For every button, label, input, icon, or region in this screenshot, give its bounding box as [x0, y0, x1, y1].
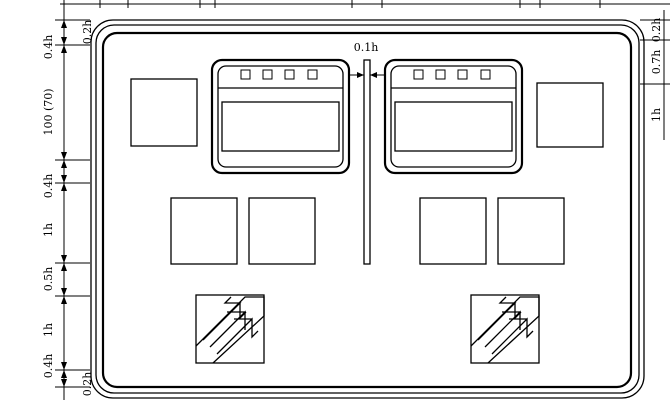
left-dimension-chain: 0.2h 0.4h 100 (70) 0.4h 1h 0.5h 1h 0.4h …	[42, 0, 94, 400]
square-mid-right-1	[419, 197, 487, 265]
window-square	[262, 69, 273, 80]
square-mid-right-2	[497, 197, 565, 265]
dim-label: 100 (70)	[42, 88, 55, 135]
square-mid-left-1	[170, 197, 238, 265]
window-square	[284, 69, 295, 80]
square-top-right	[536, 82, 604, 148]
dim-label: 1h	[42, 323, 55, 337]
left-booth	[210, 58, 351, 175]
dim-label: 1h	[42, 223, 55, 237]
display-panel	[394, 101, 513, 152]
window-square	[457, 69, 468, 80]
dim-label: 0.2h	[81, 20, 94, 45]
dim-label: 0.4h	[42, 174, 55, 199]
dim-label: 0.5h	[42, 267, 55, 292]
right-booth	[383, 58, 524, 175]
square-mid-left-2	[248, 197, 316, 265]
dim-label: 0.4h	[42, 354, 55, 379]
window-square	[307, 69, 318, 80]
arrow-panel-right	[470, 294, 540, 364]
display-panel	[221, 101, 340, 152]
dim-label: 0.2h	[650, 18, 663, 43]
arrow-panel-left	[195, 294, 265, 364]
right-dimension-chain: 0.2h 0.7h 1h	[640, 10, 670, 140]
sign-inner-border	[101, 31, 633, 389]
gap-label: 0.1h	[354, 41, 379, 54]
window-square	[480, 69, 491, 80]
square-top-left	[130, 78, 198, 147]
dim-label: 0.7h	[650, 50, 663, 75]
window-square	[413, 69, 424, 80]
center-divider	[363, 59, 371, 265]
sign-middle-border	[95, 24, 640, 394]
window-square	[435, 69, 446, 80]
dim-label: 0.4h	[42, 35, 55, 60]
sign-outer-border	[90, 19, 645, 399]
dim-label: 1h	[650, 108, 663, 122]
window-square	[240, 69, 251, 80]
